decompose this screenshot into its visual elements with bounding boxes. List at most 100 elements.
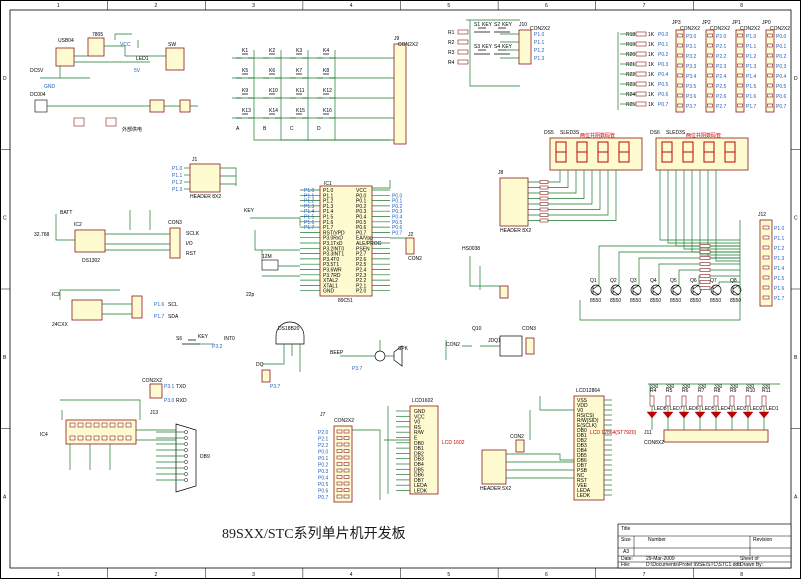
jp-connector-sub: CON2X2 bbox=[770, 26, 790, 32]
lcd12864-pin: DB2 bbox=[577, 438, 587, 444]
leds8-led-label: LED4 bbox=[718, 406, 731, 412]
driver-transistor-name: Q6 bbox=[690, 278, 697, 284]
switch-label: SW bbox=[168, 42, 176, 48]
lcd1602-pin: LEDK bbox=[414, 489, 428, 495]
power-gnd-label: GND bbox=[44, 84, 56, 90]
frame-column-label: 6 bbox=[545, 3, 548, 9]
lcd12864-pin: DB6 bbox=[577, 458, 587, 464]
leds8-resistor: R8 bbox=[714, 388, 721, 394]
key4-resistor-label: R2 bbox=[448, 40, 455, 46]
key4-resistor-label: R1 bbox=[448, 30, 455, 36]
key4-connector-sub: CON2X2 bbox=[530, 26, 550, 32]
int-key-name: S6 bbox=[176, 336, 182, 342]
jp-port-label: P0.0 bbox=[776, 34, 787, 40]
mcu-pin-right: P0.5 bbox=[356, 220, 367, 226]
leds8-value: 330 bbox=[730, 384, 739, 390]
led-label: LED1 bbox=[136, 56, 149, 62]
mcu-net-label: P1.5 bbox=[304, 215, 315, 221]
frame-row-label: A bbox=[794, 494, 798, 500]
mcu-net-label: P0.5 bbox=[392, 220, 403, 226]
jp-port-label: P3.7 bbox=[686, 104, 697, 110]
driver-port-label: P1.4 bbox=[774, 266, 785, 272]
driver-transistor-part: 8550 bbox=[590, 298, 601, 304]
leds8-led-label: LED6 bbox=[686, 406, 699, 412]
key4-key-label: S4 bbox=[494, 44, 500, 50]
key4-port-label: P1.0 bbox=[534, 32, 545, 38]
mcu-pin-left: P1.3 bbox=[323, 204, 334, 210]
rtc-part: DS1302 bbox=[82, 258, 100, 264]
led-bank-value: 1K bbox=[648, 32, 655, 38]
lcd12864-pin: LEDK bbox=[577, 493, 591, 499]
leds8-value: 330 bbox=[714, 384, 723, 390]
lcd1602-port-label: P0.6 bbox=[318, 489, 329, 495]
db9-label: DB9 bbox=[200, 454, 210, 460]
leds8-connector: J11 bbox=[644, 430, 652, 436]
mcu-pin-right: P2.5 bbox=[356, 262, 367, 268]
jp-port-label: P1.1 bbox=[746, 44, 757, 50]
seg7-name: DS5 bbox=[544, 130, 554, 136]
frame-column-label: 3 bbox=[252, 3, 255, 9]
driver-transistor-part: 8550 bbox=[610, 298, 621, 304]
jp-port-label: P0.1 bbox=[776, 44, 787, 50]
title-block: Title Size A3 Number Revision Date: 29-M… bbox=[617, 523, 792, 569]
driver-transistor-name: Q2 bbox=[610, 278, 617, 284]
mcu-pin-left: P1.5 bbox=[323, 215, 334, 221]
frame-row-label: C bbox=[794, 215, 798, 221]
jp-connector-name: JP1 bbox=[732, 20, 741, 26]
lcd1602-pin: DB6 bbox=[414, 473, 424, 479]
rtc-sclk: SCLK bbox=[186, 231, 200, 237]
lcd12864-pin: DB0 bbox=[577, 428, 587, 434]
driver-transistor-part: 8550 bbox=[670, 298, 681, 304]
mcu-pin-right: ALE/PROG bbox=[356, 241, 382, 247]
board-title: 89SXX/STC系列单片机开发板 bbox=[222, 526, 406, 542]
tb-drawn-label: Drawn By: bbox=[740, 562, 763, 568]
lcd12864-pin: PSB bbox=[577, 468, 588, 474]
lcd1602-port-label: P0.2 bbox=[318, 463, 329, 469]
mcu-pin-left: P1.6 bbox=[323, 220, 334, 226]
lcd1602-pin: DB7 bbox=[414, 478, 424, 484]
frame-column-label: 3 bbox=[252, 572, 255, 578]
tb-date-value: 29-Mar-2009 bbox=[646, 556, 675, 562]
leds8-value: 330 bbox=[682, 384, 691, 390]
keypad-connector-sub: CON2X2 bbox=[398, 42, 418, 48]
led-bank-port: P0.6 bbox=[658, 92, 669, 98]
lcd1602-pin: DB1 bbox=[414, 446, 424, 452]
power-5v-label: 5V bbox=[134, 68, 141, 74]
mcu-pin-left: P1.7 bbox=[323, 225, 334, 231]
mcu-pin-right: P2.4 bbox=[356, 268, 367, 274]
lcd1602-name: LCD1602 bbox=[412, 398, 433, 404]
leds8-led-label: LED5 bbox=[702, 406, 715, 412]
driver-port-label: P1.6 bbox=[774, 286, 785, 292]
keypad-column-label: C bbox=[290, 126, 294, 132]
mcu-pin-right: P0.2 bbox=[356, 204, 367, 210]
eeprom-scl: SCL bbox=[168, 302, 178, 308]
jp-port-label: P2.5 bbox=[716, 84, 727, 90]
jp-connector-sub: CON2X2 bbox=[740, 26, 760, 32]
led-bank-value: 1K bbox=[648, 92, 655, 98]
frame-column-label: 2 bbox=[154, 572, 157, 578]
rs232-port-txd: P3.1 bbox=[164, 384, 175, 390]
leds8-value: 330 bbox=[762, 384, 771, 390]
lcd1602-pin: VCC bbox=[414, 414, 425, 420]
rtc-ds1302: IC2 DS1302 BATT 32.768 SCLK I/O RST CON3 bbox=[34, 210, 200, 264]
lcd1602-pin: GND bbox=[414, 409, 426, 415]
lcd12864-pin: RST bbox=[577, 478, 587, 484]
keypad-key-label: K7 bbox=[296, 68, 302, 74]
mcu-pin-right: VCC bbox=[356, 188, 367, 194]
jp-port-label: P3.5 bbox=[686, 84, 697, 90]
header-port-label: P1.3 bbox=[172, 187, 183, 193]
mcu-pin-left: P3.3INT1 bbox=[323, 252, 344, 258]
lcd1602-port-label: P2.2 bbox=[318, 443, 329, 449]
led-bank-resistor: R25 bbox=[626, 102, 635, 108]
driver-port-label: P1.0 bbox=[774, 226, 785, 232]
key4-key-label: S3 bbox=[474, 44, 480, 50]
jp-port-label: P3.6 bbox=[686, 94, 697, 100]
mcu-pin-right: P2.7 bbox=[356, 252, 367, 258]
led-bank-value: 1K bbox=[648, 72, 655, 78]
mcu-net-label: P1.6 bbox=[304, 220, 315, 226]
lcd1602-pin: V0 bbox=[414, 420, 420, 426]
tb-file-value: D:\Documents\Protel 99SE\STC\STC1.ddb bbox=[646, 562, 741, 568]
jp-port-label: P1.6 bbox=[746, 94, 757, 100]
